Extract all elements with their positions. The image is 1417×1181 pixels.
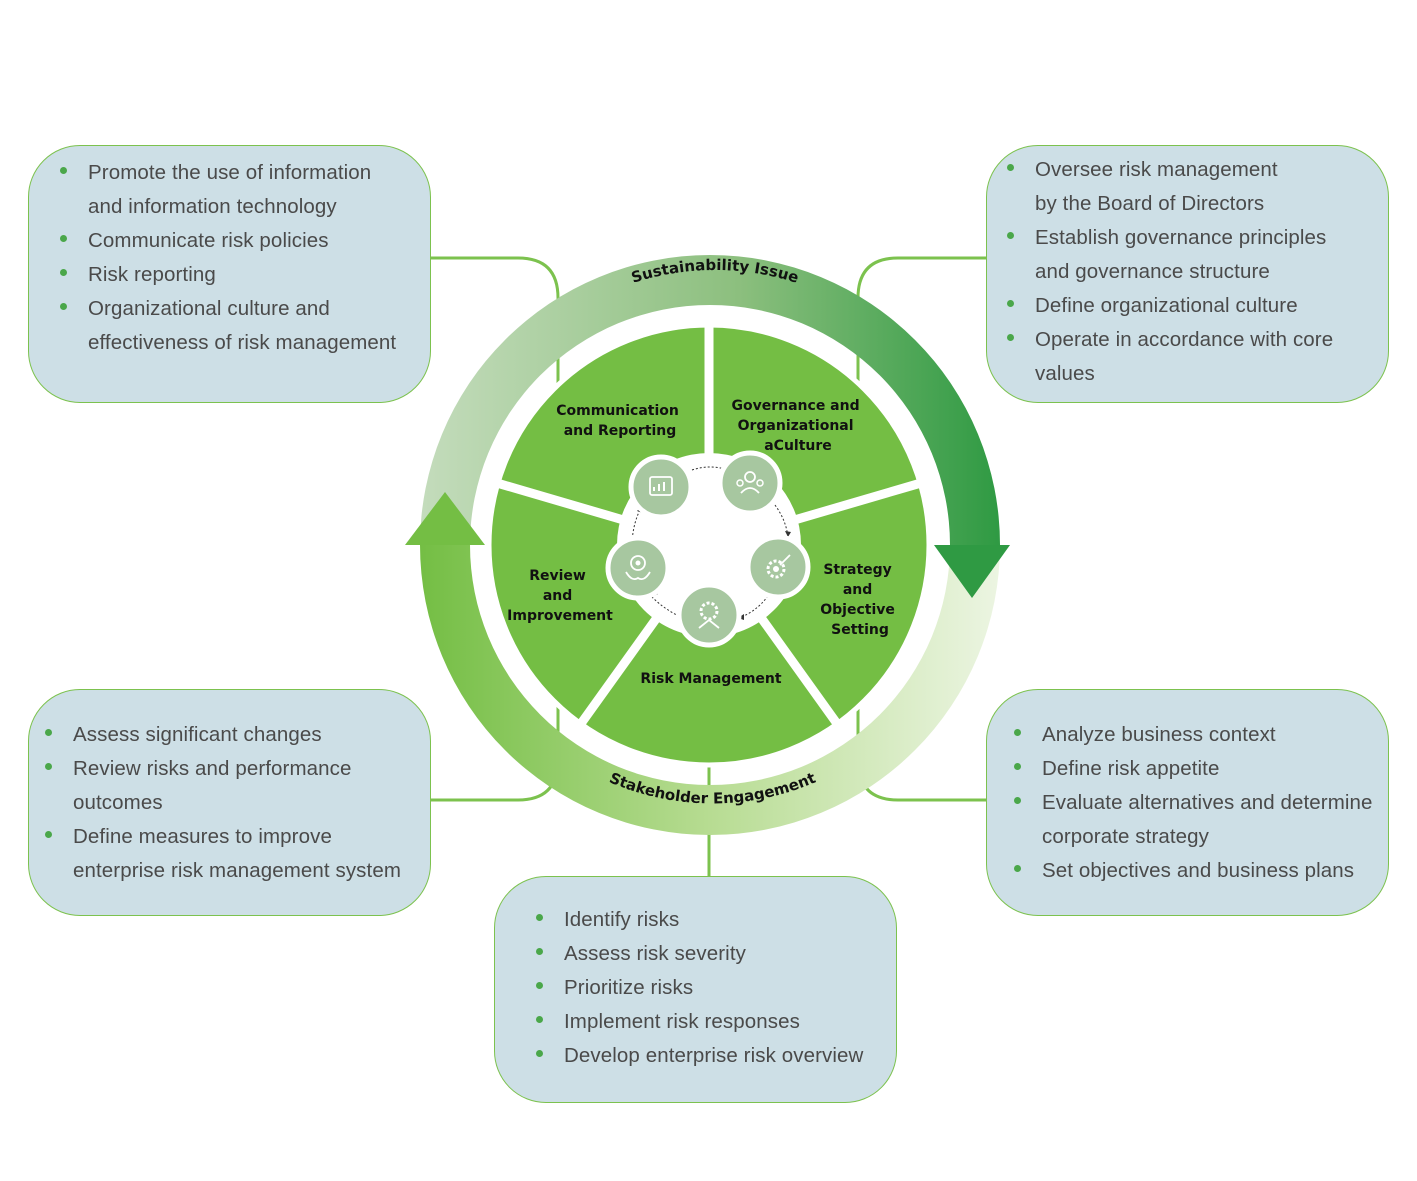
segment-risk-label: Risk Management: [640, 671, 781, 687]
list-item: enterprise risk management system: [73, 859, 402, 882]
list-item: Define risk appetite: [1014, 752, 1373, 786]
list-item: Implement risk responses: [535, 1005, 863, 1039]
arrow-down-right: [934, 545, 1010, 598]
segment-strategy-label: Strategy and Objective Setting: [820, 562, 900, 638]
list-item: Establish governance principles: [1006, 221, 1333, 255]
list-item: Operate in accordance with core: [1006, 323, 1333, 357]
list-item: Assess risk severity: [535, 937, 863, 971]
list-item: Oversee risk management: [1006, 153, 1333, 187]
gear-target-icon: [745, 534, 811, 600]
list-item: Promote the use of information: [59, 156, 396, 190]
list-item: Organizational culture and: [59, 292, 396, 326]
list-item: Analyze business context: [1014, 718, 1373, 752]
list-item: Identify risks: [535, 903, 863, 937]
cycle-ring: [405, 255, 1010, 835]
box-communication-reporting: Promote the use of information and infor…: [28, 145, 431, 403]
list-item: Define measures to improve: [44, 820, 401, 854]
list-item: and governance structure: [1035, 260, 1270, 283]
list-item: effectiveness of risk management: [88, 331, 397, 354]
list-item: and information technology: [88, 195, 337, 218]
box-risk-management: Identify risks Assess risk severity Prio…: [494, 876, 897, 1103]
inner-cycle: [605, 450, 811, 648]
list-item: by the Board of Directors: [1035, 192, 1265, 215]
list-item: Risk reporting: [59, 258, 396, 292]
segment-disc: [486, 322, 932, 768]
list-item: Set objectives and business plans: [1014, 854, 1373, 888]
box-strategy-objectives: Analyze business context Define risk app…: [986, 689, 1389, 916]
list-item: Define organizational culture: [1006, 289, 1333, 323]
segment-governance-label: Governance and Organizational aCulture: [732, 398, 865, 454]
box-governance-culture: Oversee risk management by the Board of …: [986, 145, 1389, 403]
ring-top-arc: [420, 255, 1000, 545]
arrow-up-left: [405, 492, 485, 545]
report-chart-icon: [628, 454, 694, 520]
list-item: Prioritize risks: [535, 971, 863, 1005]
ring-bottom-arc: [420, 545, 1000, 835]
list-item: values: [1035, 362, 1095, 385]
segment-communication-label: Communication and Reporting: [556, 403, 684, 439]
list-item: outcomes: [73, 791, 163, 814]
segment-review-label: Review and Improvement: [507, 568, 613, 624]
shield-gear-icon: [676, 582, 742, 648]
list-item: Review risks and performance: [44, 752, 401, 786]
box-review-improvement: Assess significant changes Review risks …: [28, 689, 431, 916]
list-item: Develop enterprise risk overview: [535, 1039, 863, 1073]
list-item: Evaluate alternatives and determine: [1014, 786, 1373, 820]
list-item: corporate strategy: [1042, 825, 1210, 848]
list-item: Communicate risk policies: [59, 224, 396, 258]
list-item: Assess significant changes: [44, 718, 401, 752]
team-governance-icon: [717, 450, 783, 516]
hands-target-icon: [605, 535, 671, 601]
